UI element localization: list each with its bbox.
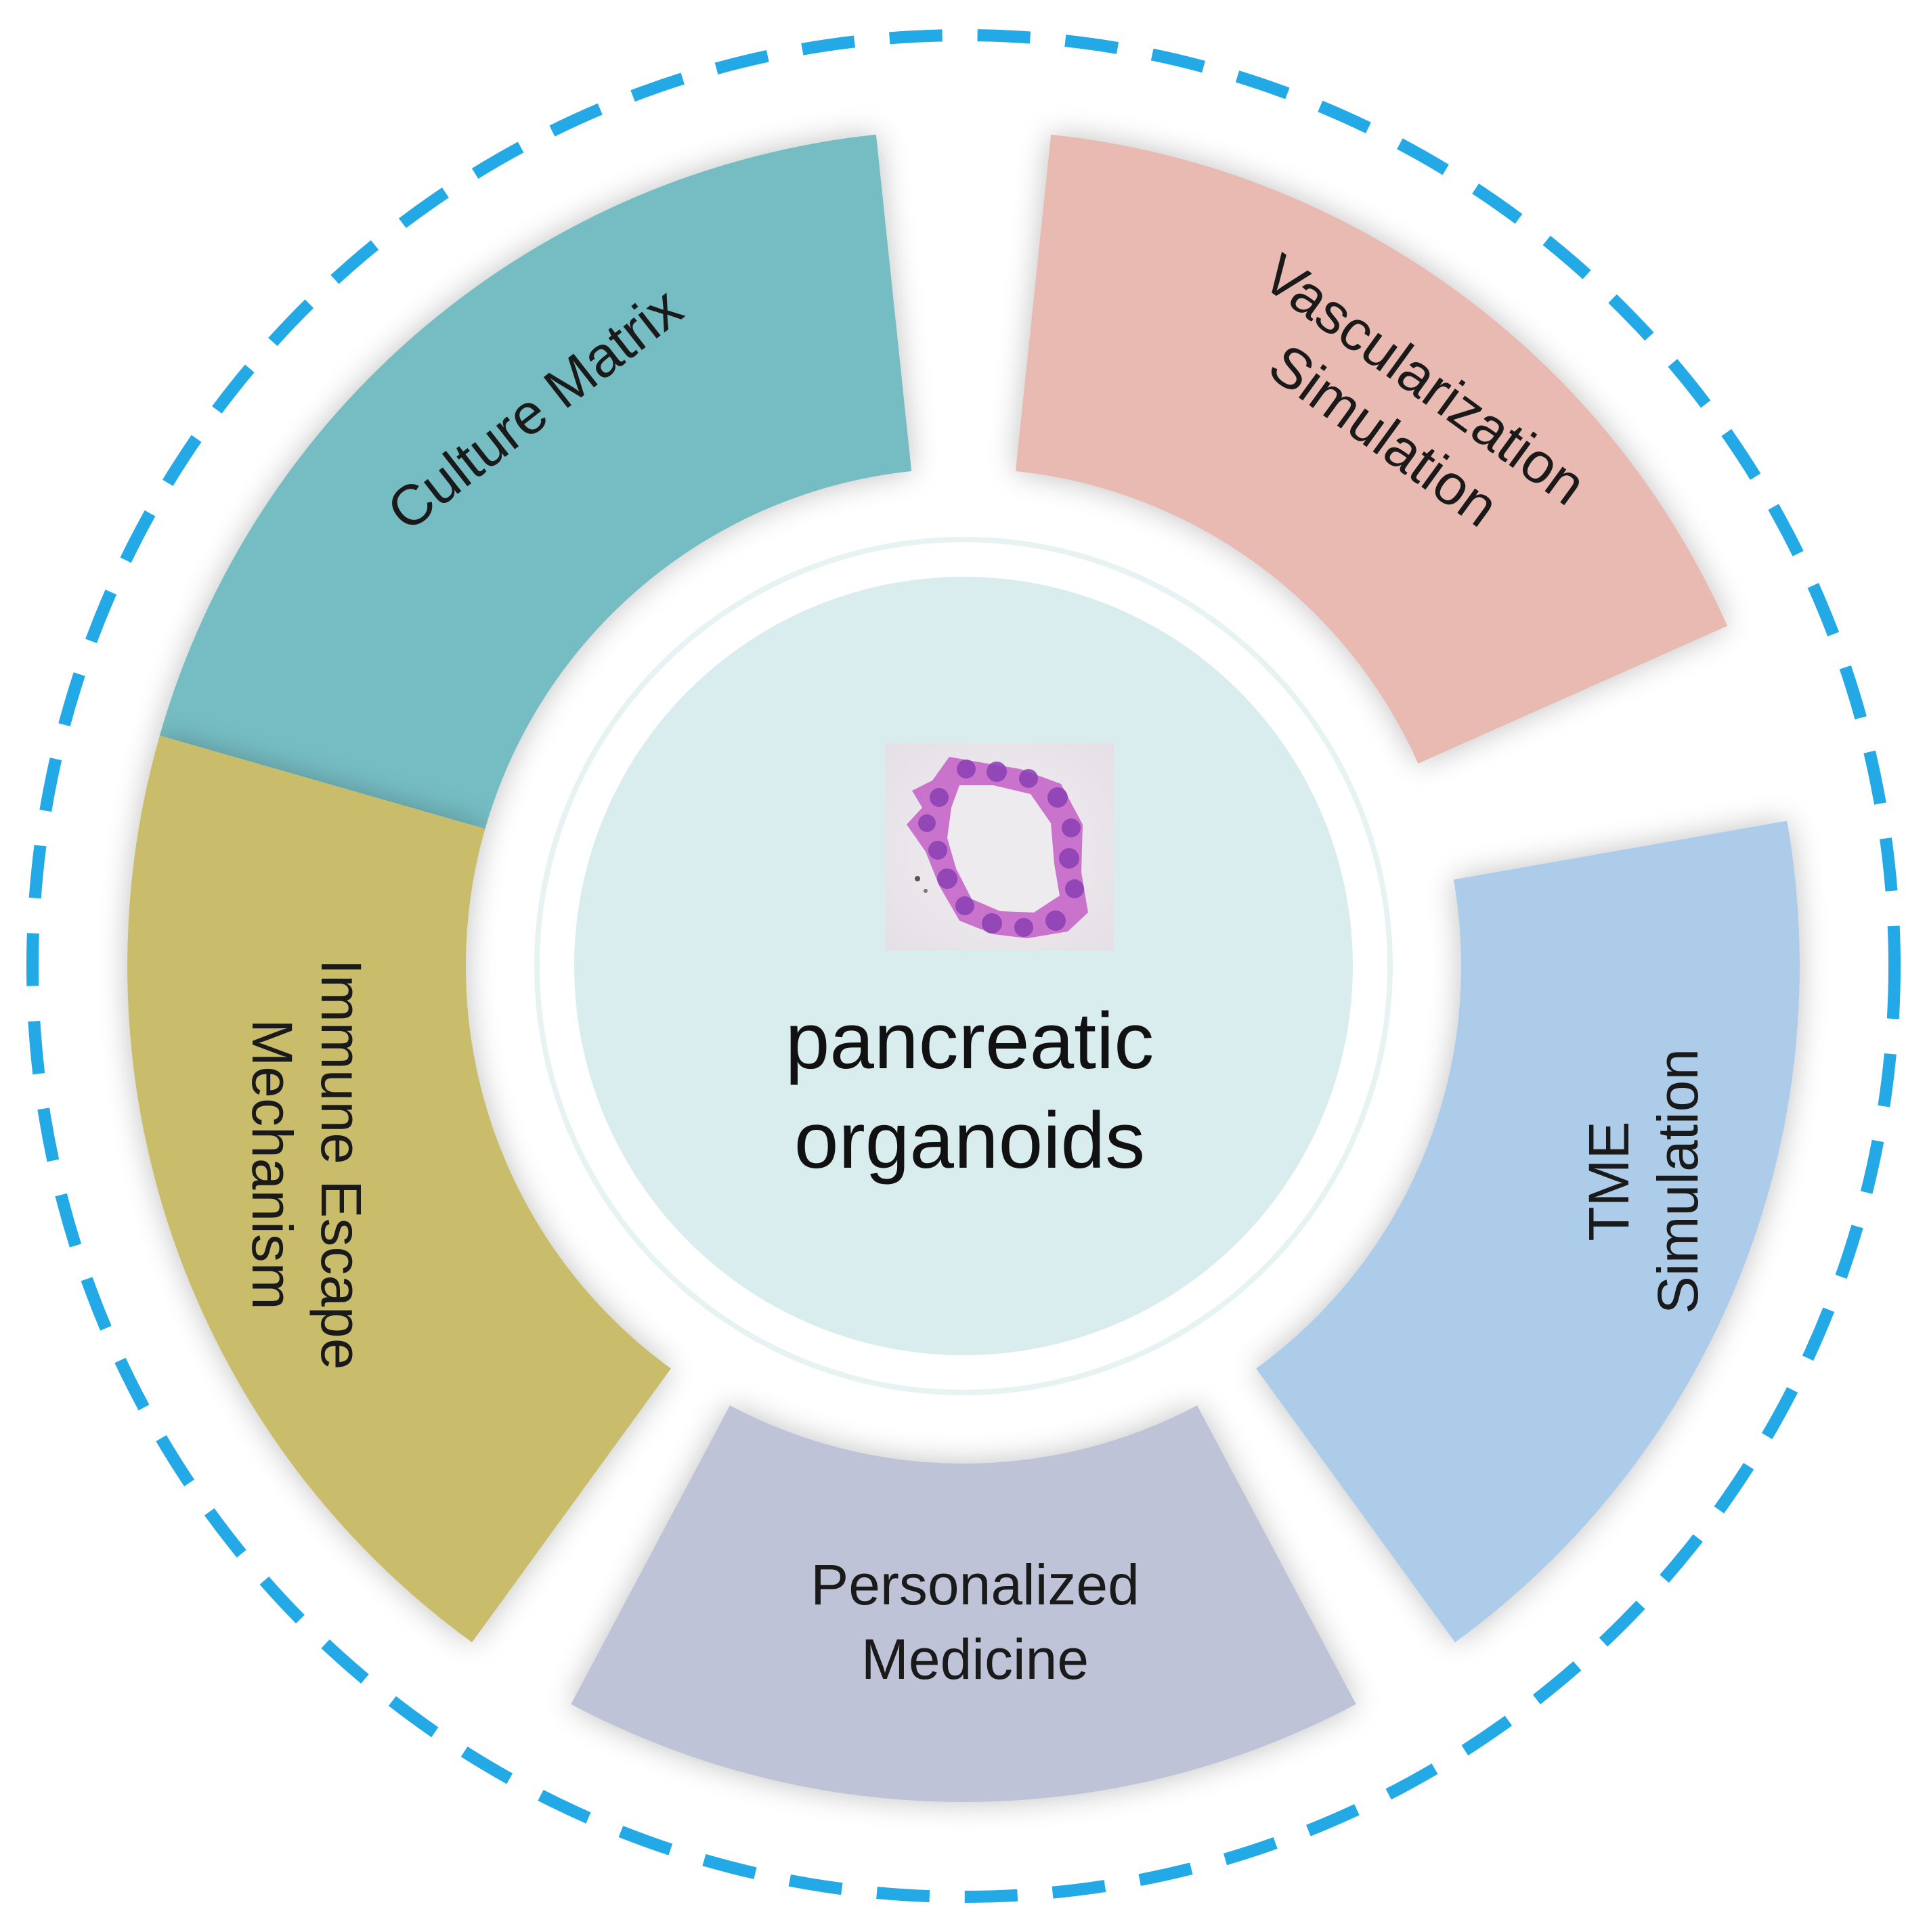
label-tme-simulation: TME Simulation: [1577, 1049, 1710, 1314]
label-personalized-medicine: Personalized Medicine: [810, 1553, 1140, 1691]
segment-label-line: Mechanism: [240, 1019, 304, 1309]
segment-culture-matrix: [159, 134, 912, 829]
organoid-micrograph-image: [885, 743, 1114, 950]
segment-label-line: Immune Escape: [309, 959, 373, 1370]
segment-label-line: Simulation: [1646, 1049, 1710, 1314]
center-hub: [574, 577, 1353, 1355]
outer-dashed-ring: [26, 29, 1901, 1903]
segment-immune-escape-mechanism: [127, 735, 671, 1643]
label-immune-escape-mechanism: Immune Escape Mechanism: [240, 959, 373, 1370]
segment-label-line: TME: [1577, 1121, 1641, 1241]
segment-personalized-medicine: [571, 1405, 1356, 1802]
segments-group: [127, 134, 1800, 1802]
segment-vascularization-simulation: [1015, 134, 1728, 764]
center-title-line1: pancreatic: [785, 996, 1154, 1086]
segment-label-line: Personalized: [810, 1553, 1140, 1617]
segment-label-line: Medicine: [861, 1627, 1089, 1691]
center-title-line2: organoids: [794, 1096, 1145, 1185]
segment-tme-simulation: [1256, 820, 1800, 1643]
